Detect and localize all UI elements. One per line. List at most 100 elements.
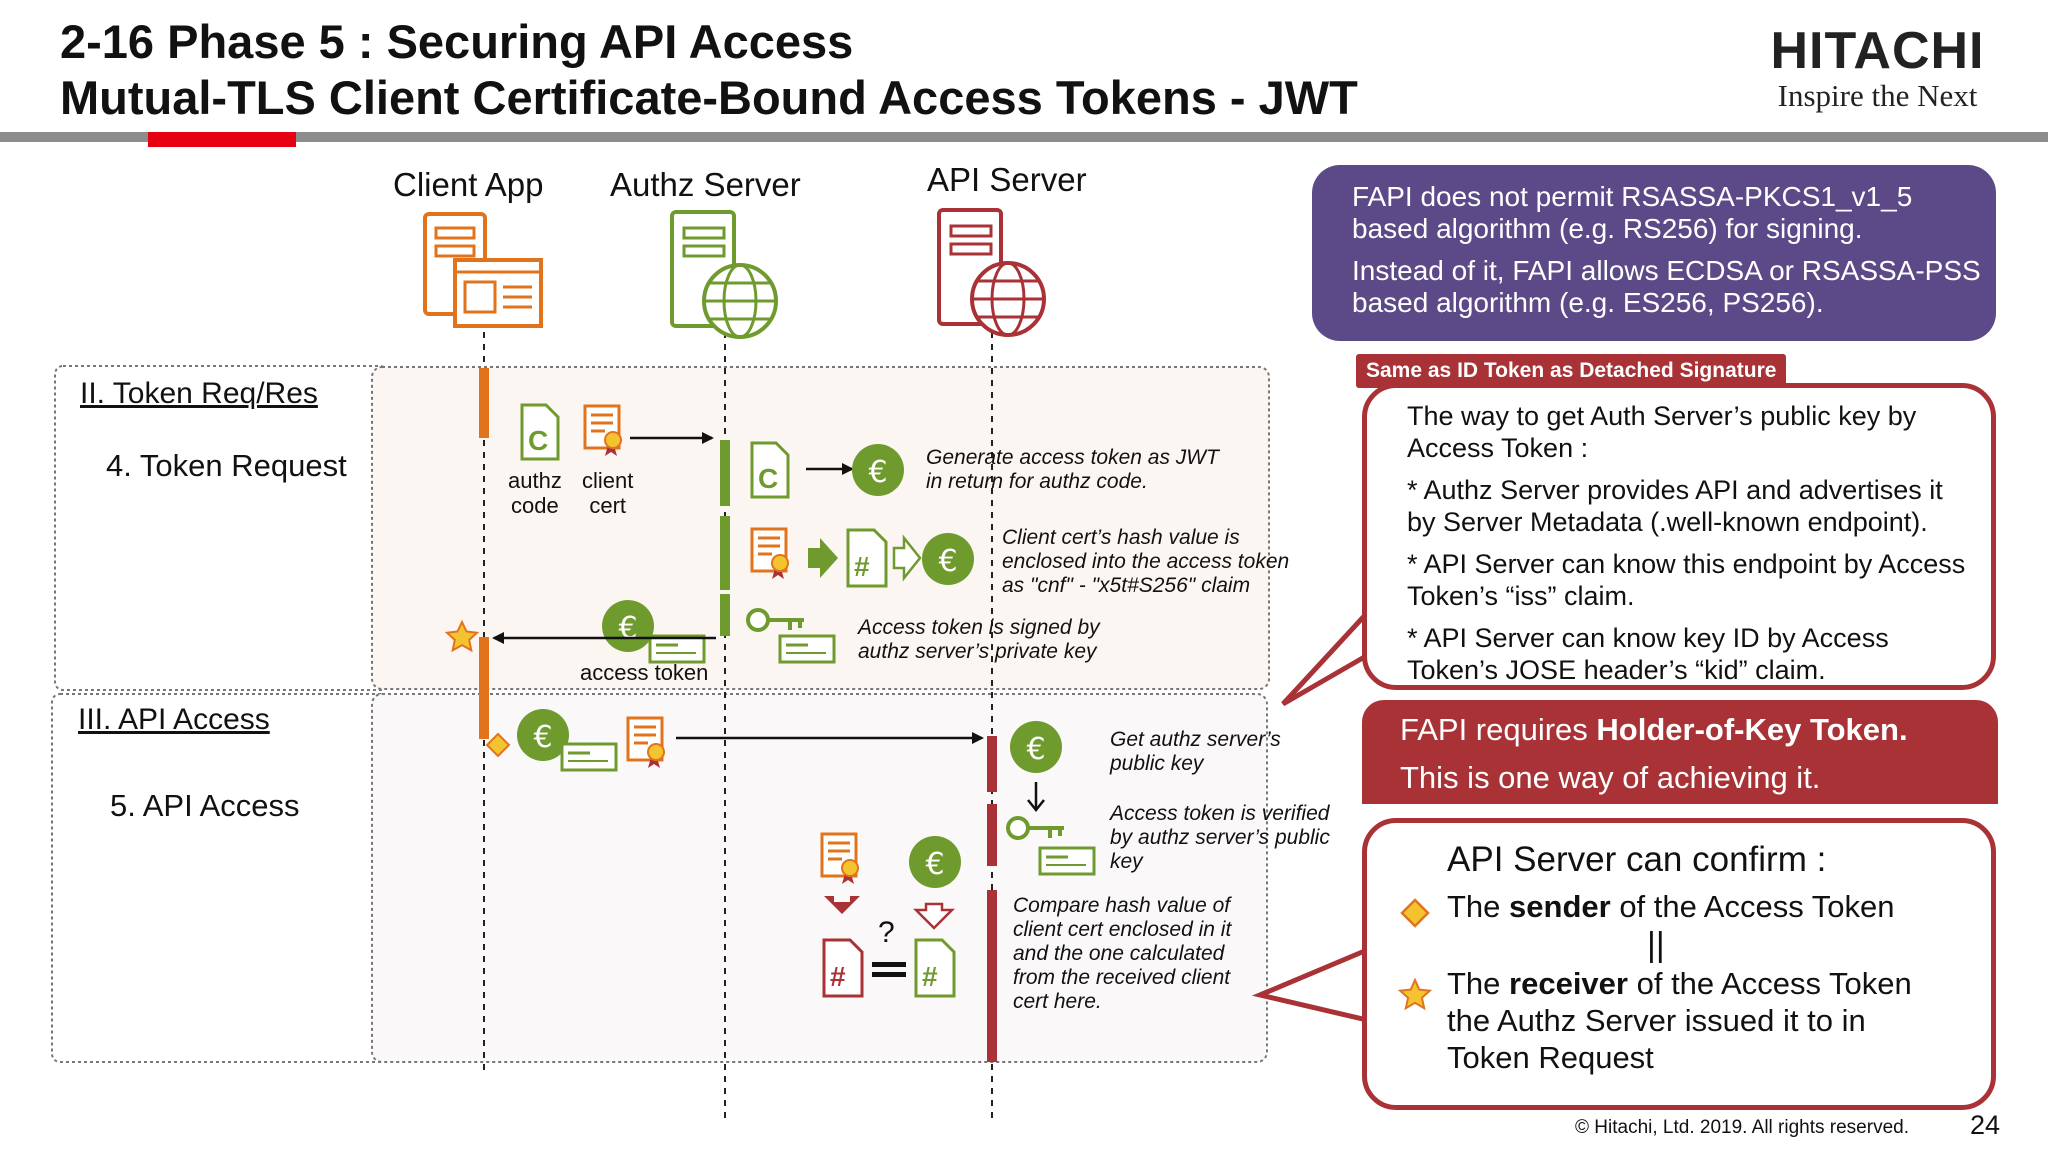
hash-doc-green-icon: #: [914, 938, 956, 998]
api-section-box: [371, 693, 1268, 1063]
svg-text:€: €: [868, 455, 887, 490]
svg-text:€: €: [925, 847, 944, 882]
public-key-bullet-2: * API Server can know this endpoint by A…: [1407, 549, 1966, 611]
holder-of-key-box: FAPI requires Holder-of-Key Token. This …: [1362, 700, 1998, 804]
svg-text:#: #: [830, 961, 846, 992]
public-key-intro: The way to get Auth Server’s public key …: [1407, 401, 1917, 463]
holder-of-key-line2: This is one way of achieving it.: [1400, 760, 1821, 795]
client-activation-1: [479, 368, 489, 438]
confirm-star-icon: [1398, 978, 1432, 1011]
client-activation-2: [479, 637, 489, 739]
svg-text:€: €: [1026, 732, 1045, 767]
api-server-icon: [937, 208, 1046, 337]
public-key-bullet-1: * Authz Server provides API and advertis…: [1407, 475, 1943, 537]
access-token-icon-2: €: [922, 533, 974, 585]
svg-text:#: #: [854, 551, 870, 582]
copyright: © Hitachi, Ltd. 2019. All rights reserve…: [1575, 1117, 1909, 1138]
logo-tagline: Inspire the Next: [1777, 78, 1978, 113]
column-authz-server: Authz Server: [610, 166, 801, 203]
hash-arrow-solid: [808, 538, 838, 578]
authz-activation-1: [720, 440, 730, 506]
holder-of-key-line1: FAPI requires Holder-of-Key Token.: [1400, 712, 1908, 747]
confirm-receiver: The receiver of the Access Token: [1447, 966, 1912, 1001]
svg-text:€: €: [533, 720, 552, 755]
svg-text:#: #: [922, 961, 938, 992]
confirm-receiver-line2: the Authz Server issued it to in: [1447, 1003, 1866, 1038]
svg-text:€: €: [938, 544, 957, 579]
client-app-icon: [423, 212, 543, 328]
compare-token-icon: €: [909, 836, 961, 888]
access-token-doc-icon: [648, 634, 706, 664]
authz-server-icon: [670, 210, 778, 339]
api-token-doc-icon: [560, 742, 618, 772]
public-key-bullet-3: * API Server can know key ID by Access T…: [1407, 623, 1889, 685]
bubble3-tail: [1251, 947, 1368, 1023]
token-section-label-box: [54, 365, 389, 691]
title-accent: [148, 132, 296, 147]
question-mark: ?: [878, 916, 895, 949]
public-key-bubble: The way to get Auth Server’s public key …: [1362, 383, 1996, 690]
compare-arrow-solid: [824, 896, 860, 914]
public-key-token-icon: €: [1010, 721, 1062, 773]
hash-arrow-outline: [892, 534, 922, 582]
confirm-diamond-icon: [1400, 898, 1430, 928]
fapi-algorithm-p1: FAPI does not permit RSASSA-PKCS1_v1_5 b…: [1352, 181, 1913, 244]
confirm-sender: The sender of the Access Token: [1447, 889, 1895, 924]
api-step-label: 5. API Access: [110, 788, 300, 823]
api-client-cert-icon: [626, 716, 666, 770]
bubble1-tail: [1281, 598, 1382, 707]
api-activation-3: [987, 890, 997, 1062]
svg-text:€: €: [618, 611, 637, 646]
svg-text:C: C: [758, 463, 778, 494]
access-token-caption: access token: [580, 660, 709, 685]
slide-title-line2: Mutual-TLS Client Certificate-Bound Acce…: [60, 71, 1358, 124]
slide-title-line1: 2-16 Phase 5 : Securing API Access: [60, 15, 854, 68]
hitachi-logo: HITACHI Inspire the Next: [1745, 22, 2010, 112]
authz-activation-2: [720, 516, 730, 590]
sender-diamond-icon: [485, 732, 511, 758]
token-section-title: II. Token Req/Res: [80, 377, 318, 410]
api-activation-2: [987, 804, 997, 866]
svg-text:C: C: [528, 425, 548, 456]
verified-token-icon: [1038, 846, 1096, 876]
authz-activation-3: [720, 594, 730, 636]
title-divider: [0, 132, 2048, 142]
column-client-app: Client App: [393, 166, 544, 203]
hash-doc-icon-1: #: [846, 528, 888, 588]
api-activation-1: [987, 736, 997, 792]
api-section-title: III. API Access: [78, 703, 270, 736]
confirm-receiver-line3: Token Request: [1447, 1040, 1654, 1075]
logo-brand: HITACHI: [1770, 22, 1985, 80]
access-token-icon-4: €: [517, 709, 569, 761]
fapi-algorithm-callout: FAPI does not permit RSASSA-PKCS1_v1_5 b…: [1312, 165, 1996, 341]
authz-code-doc-icon-2: C: [750, 441, 790, 499]
receiver-star-icon: [444, 619, 480, 653]
page-number: 24: [1970, 1110, 2001, 1140]
client-cert-icon-2: [750, 527, 790, 581]
compare-cert-icon: [820, 832, 860, 886]
authz-code-doc-icon: C: [520, 403, 560, 461]
compare-arrow-outline: [912, 902, 956, 930]
fapi-algorithm-p2: Instead of it, FAPI allows ECDSA or RSAS…: [1352, 255, 1981, 318]
client-cert-icon: [583, 404, 623, 458]
access-token-icon-1: €: [852, 444, 904, 496]
equals-sign: [872, 962, 906, 967]
confirm-equals: ||: [1647, 926, 1665, 964]
token-step-label: 4. Token Request: [106, 448, 347, 483]
hash-doc-red-icon: #: [822, 938, 864, 998]
detached-signature-label: Same as ID Token as Detached Signature: [1356, 354, 1787, 388]
private-key-icon: [746, 608, 804, 632]
confirm-heading: API Server can confirm :: [1447, 840, 1827, 879]
access-token-icon-3: €: [602, 600, 654, 652]
public-key-icon: [1006, 816, 1064, 840]
